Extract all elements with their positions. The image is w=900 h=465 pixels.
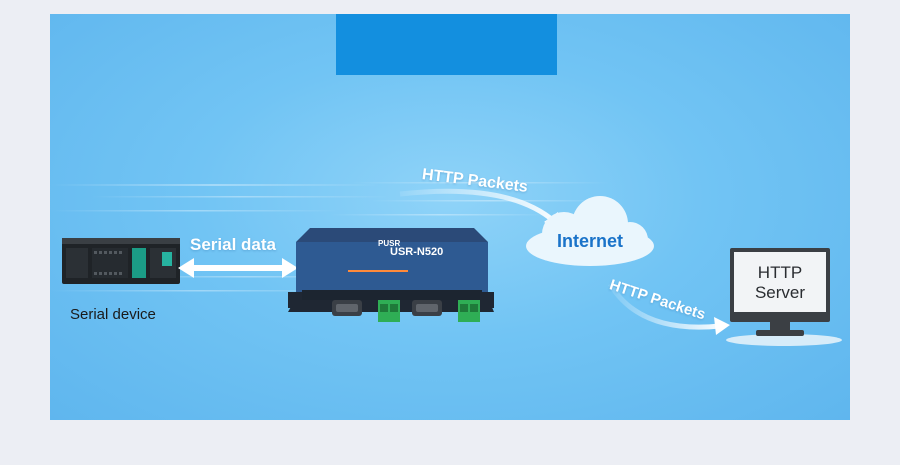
device-brand-label: PUSR [378,239,401,248]
internet-cloud-icon [526,196,654,266]
server-label-line2: Server [754,283,806,302]
device-model-label: USR-N520 [390,246,444,258]
diagram-panel: Serial device Serial data [50,14,850,420]
internet-label: Internet [557,231,624,251]
serial-data-label: Serial data [190,235,276,254]
title-bar [336,14,557,75]
server-label-line1: HTTP [757,263,803,282]
serial-device-icon [62,238,180,284]
serial-device-label: Serial device [70,306,156,323]
data-streaks-decoration [50,182,610,292]
usr-n520-device-icon [288,228,494,322]
serial-data-arrow [178,258,298,278]
http-server-monitor-icon [726,248,842,346]
